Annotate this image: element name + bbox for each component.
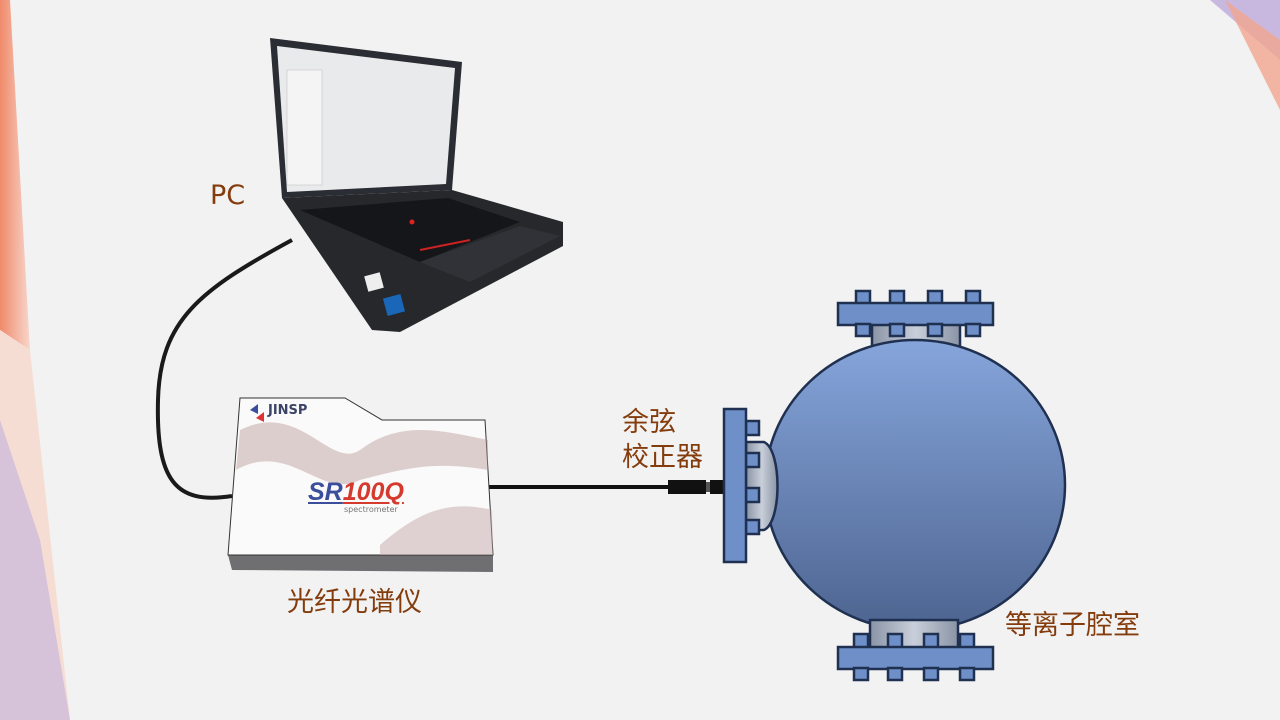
model-number: 100Q [342, 478, 404, 506]
top-flange [836, 289, 995, 356]
chamber-label: 等离子腔室 [1005, 610, 1140, 641]
model-sub-label: spectrometer [344, 505, 398, 514]
brand-logo-text: JINSP [268, 403, 308, 418]
fiber-connector [668, 480, 724, 494]
corrector-label-line2: 校正器 [622, 442, 703, 473]
corrector-label-line1: 余弦 [622, 407, 676, 438]
model-label: SR100Q [308, 478, 404, 507]
model-prefix: SR [308, 478, 343, 506]
spectrometer-label: 光纤光谱仪 [287, 587, 422, 618]
plasma-chamber [722, 289, 1067, 682]
usb-cable [155, 238, 293, 500]
bottom-flange [836, 618, 995, 682]
chamber-sphere [763, 338, 1067, 632]
spectrometer-image [227, 397, 494, 572]
laptop-image [270, 38, 563, 332]
side-flange [722, 407, 779, 564]
pc-label: PC [210, 180, 246, 211]
